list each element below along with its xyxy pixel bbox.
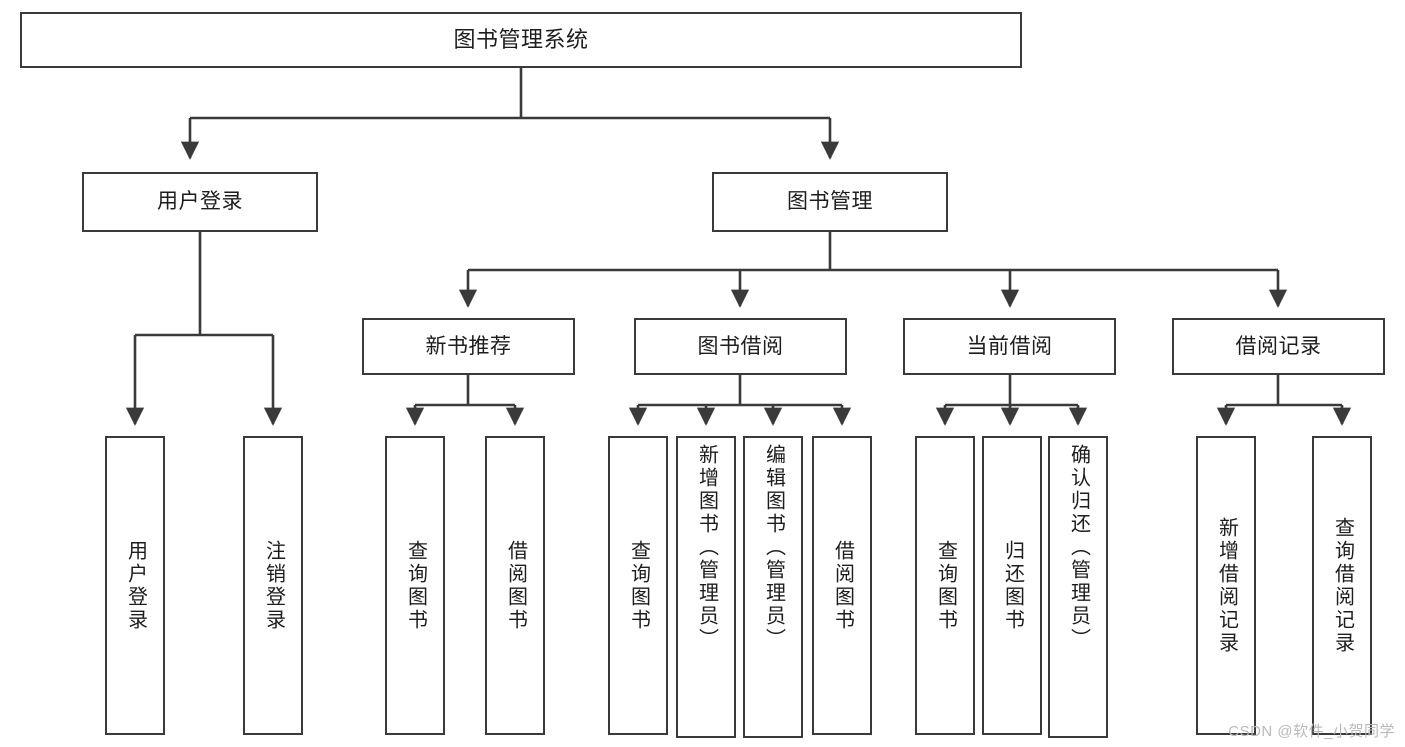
leaf-record-add-record-label: 新增借阅记录 — [1215, 516, 1238, 655]
leaf-user-login-login[interactable]: 用户登录 — [105, 436, 165, 735]
leaf-user-login-login-label: 用户登录 — [124, 539, 147, 632]
csdn-watermark: CSDN @软件_小贺同学 — [1228, 723, 1395, 740]
leaf-borrow-add-book-label: 新增图书（管理员） — [695, 444, 718, 651]
leaf-recommend-borrow-book[interactable]: 借阅图书 — [485, 436, 545, 735]
node-user-login[interactable]: 用户登录 — [82, 172, 318, 232]
node-current-borrow[interactable]: 当前借阅 — [903, 318, 1116, 375]
leaf-recommend-query-book-label: 查询图书 — [404, 539, 427, 632]
node-new-book-recommend[interactable]: 新书推荐 — [362, 318, 575, 375]
leaf-borrow-query-book-label: 查询图书 — [627, 539, 650, 632]
node-root[interactable]: 图书管理系统 — [20, 12, 1022, 68]
leaf-current-confirm-return-label: 确认归还（管理员） — [1067, 444, 1090, 651]
leaf-record-add-record[interactable]: 新增借阅记录 — [1196, 436, 1256, 735]
leaf-borrow-borrow-book-label: 借阅图书 — [831, 539, 854, 632]
node-book-borrow-label: 图书借阅 — [697, 334, 784, 358]
leaf-recommend-query-book[interactable]: 查询图书 — [385, 436, 445, 735]
leaf-current-query-book-label: 查询图书 — [934, 539, 957, 632]
leaf-user-login-logout[interactable]: 注销登录 — [243, 436, 303, 735]
node-book-borrow[interactable]: 图书借阅 — [634, 318, 847, 375]
node-new-book-recommend-label: 新书推荐 — [425, 334, 512, 358]
node-root-label: 图书管理系统 — [453, 26, 589, 52]
leaf-current-return-book-label: 归还图书 — [1001, 539, 1024, 632]
leaf-current-return-book[interactable]: 归还图书 — [982, 436, 1042, 735]
node-user-login-label: 用户登录 — [157, 190, 243, 214]
leaf-record-query-record-label: 查询借阅记录 — [1331, 516, 1354, 655]
leaf-recommend-borrow-book-label: 借阅图书 — [504, 539, 527, 632]
node-borrow-record[interactable]: 借阅记录 — [1172, 318, 1385, 375]
node-borrow-record-label: 借阅记录 — [1235, 334, 1322, 358]
leaf-record-query-record[interactable]: 查询借阅记录 — [1312, 436, 1372, 735]
node-book-management-label: 图书管理 — [787, 190, 873, 214]
leaf-current-query-book[interactable]: 查询图书 — [915, 436, 975, 735]
node-book-management[interactable]: 图书管理 — [712, 172, 948, 232]
leaf-borrow-edit-book[interactable]: 编辑图书（管理员） — [743, 436, 803, 738]
leaf-borrow-borrow-book[interactable]: 借阅图书 — [812, 436, 872, 735]
leaf-borrow-query-book[interactable]: 查询图书 — [608, 436, 668, 735]
leaf-user-login-logout-label: 注销登录 — [262, 539, 285, 632]
leaf-current-confirm-return[interactable]: 确认归还（管理员） — [1048, 436, 1108, 738]
leaf-borrow-add-book[interactable]: 新增图书（管理员） — [676, 436, 736, 738]
leaf-borrow-edit-book-label: 编辑图书（管理员） — [762, 444, 785, 651]
node-current-borrow-label: 当前借阅 — [966, 334, 1053, 358]
